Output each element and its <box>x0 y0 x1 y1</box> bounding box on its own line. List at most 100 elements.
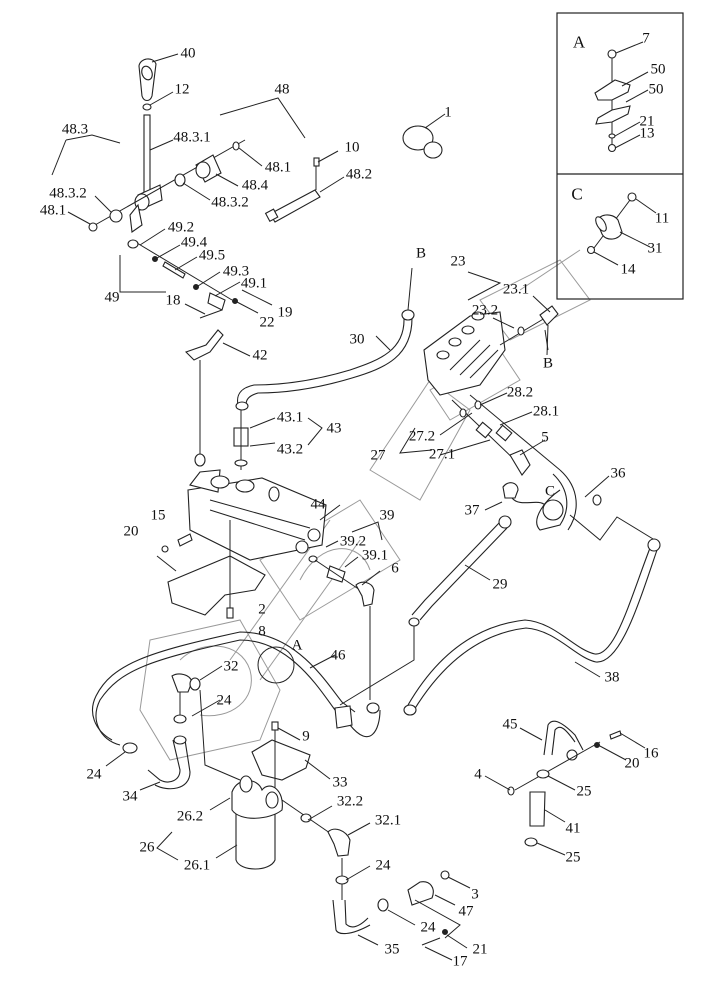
callout-28-2: 28.2 <box>506 384 534 401</box>
callout-24: 24 <box>375 857 391 874</box>
callout-49: 49 <box>104 289 120 306</box>
hose-30 <box>235 267 415 411</box>
callout-1: 1 <box>444 104 452 121</box>
callout-26: 26 <box>139 839 155 856</box>
inset-c-callout-31: 31 <box>647 240 663 257</box>
callout-28-1: 28.1 <box>532 403 560 420</box>
callout-41: 41 <box>565 820 581 837</box>
callout-34: 34 <box>122 788 138 805</box>
callout-48-1: 48.1 <box>39 202 67 219</box>
callout-46: 46 <box>330 647 346 664</box>
rod-assembly <box>264 157 321 223</box>
pipe-46 <box>92 631 381 746</box>
callout-20: 20 <box>123 523 139 540</box>
callout-8: 8 <box>258 623 266 640</box>
valve-body-44 <box>187 453 375 700</box>
fitting-43 <box>233 410 249 470</box>
callout-18: 18 <box>165 292 181 309</box>
flow-marker-c: C <box>544 483 556 500</box>
pipes-36-37 <box>502 469 659 543</box>
callout-47: 47 <box>458 903 474 920</box>
callout-49-1: 49.1 <box>240 275 268 292</box>
inset-a-callout-13: 13 <box>639 125 655 142</box>
callout-24: 24 <box>216 692 232 709</box>
hose-38 <box>403 538 661 716</box>
callout-39: 39 <box>379 507 395 524</box>
callout-39-2: 39.2 <box>339 533 367 550</box>
callout-24: 24 <box>420 919 436 936</box>
control-block-23 <box>423 305 561 476</box>
callout-10: 10 <box>344 139 360 156</box>
callout-43: 43 <box>326 420 342 437</box>
inset-a-callout-50: 50 <box>650 61 666 78</box>
flow-marker-a: A <box>291 637 303 654</box>
callout-48-3: 48.3 <box>61 121 89 138</box>
inset-a-clamp <box>594 41 649 153</box>
callout-49-2: 49.2 <box>167 219 195 236</box>
callout-26-1: 26.1 <box>183 857 211 874</box>
callout-48-4: 48.4 <box>241 177 269 194</box>
callout-44: 44 <box>310 496 326 513</box>
callout-23-2: 23.2 <box>471 302 499 319</box>
callout-49-3: 49.3 <box>222 263 250 280</box>
callout-43-1: 43.1 <box>276 409 304 426</box>
callout-3: 3 <box>471 886 479 903</box>
callout-21: 21 <box>472 941 488 958</box>
callout-12: 12 <box>174 81 190 98</box>
callout-19: 19 <box>277 304 293 321</box>
inset-a-callout-7: 7 <box>642 30 650 47</box>
callout-48-3-2: 48.3.2 <box>49 185 87 202</box>
callout-27-1: 27.1 <box>428 446 456 463</box>
callout-25: 25 <box>565 849 581 866</box>
callout-2: 2 <box>258 601 266 618</box>
callout-4: 4 <box>474 766 482 783</box>
callout-6: 6 <box>391 560 399 577</box>
clamp-ring <box>402 125 443 159</box>
callout-32-1: 32.1 <box>374 812 402 829</box>
leader-lines <box>51 53 646 961</box>
callout-48-3-2: 48.3.2 <box>211 194 249 211</box>
callout-16: 16 <box>643 745 659 762</box>
flow-marker-b: B <box>415 245 427 262</box>
callout-33: 33 <box>332 774 348 791</box>
elbow-fitting-32 <box>122 673 241 790</box>
callout-38: 38 <box>604 669 620 686</box>
inset-a-title: A <box>572 32 586 52</box>
callout-48-2: 48.2 <box>345 166 373 183</box>
inset-frames <box>556 12 684 300</box>
callout-15: 15 <box>150 507 166 524</box>
bracket-2 <box>156 520 266 619</box>
callout-36: 36 <box>610 465 626 482</box>
callout-30: 30 <box>349 331 365 348</box>
callout-32: 32 <box>223 658 239 675</box>
callout-20: 20 <box>624 755 640 772</box>
callout-39-1: 39.1 <box>361 547 389 564</box>
callout-48-1: 48.1 <box>264 159 292 176</box>
callout-49-4: 49.4 <box>180 234 208 251</box>
callout-40: 40 <box>180 45 196 62</box>
callout-25: 25 <box>576 783 592 800</box>
inset-c-clamp <box>586 192 657 266</box>
callout-17: 17 <box>452 953 468 970</box>
inset-c-callout-14: 14 <box>620 261 636 278</box>
callout-5: 5 <box>541 429 549 446</box>
callout-32-2: 32.2 <box>336 793 364 810</box>
callout-43-2: 43.2 <box>276 441 304 458</box>
callout-45: 45 <box>502 716 518 733</box>
inset-c-title: C <box>571 184 583 204</box>
callout-48-3-1: 48.3.1 <box>173 129 211 146</box>
callout-29: 29 <box>492 576 508 593</box>
callout-26-2: 26.2 <box>176 808 204 825</box>
callout-22: 22 <box>259 314 275 331</box>
callout-42: 42 <box>252 347 268 364</box>
pipe-45-group <box>507 720 622 847</box>
callout-35: 35 <box>384 941 400 958</box>
callout-9: 9 <box>302 728 310 745</box>
callout-23: 23 <box>450 253 466 270</box>
hose-29 <box>339 515 512 706</box>
callout-27: 27 <box>370 447 386 464</box>
flow-marker-b: B <box>542 355 554 372</box>
callout-27-2: 27.2 <box>408 428 436 445</box>
